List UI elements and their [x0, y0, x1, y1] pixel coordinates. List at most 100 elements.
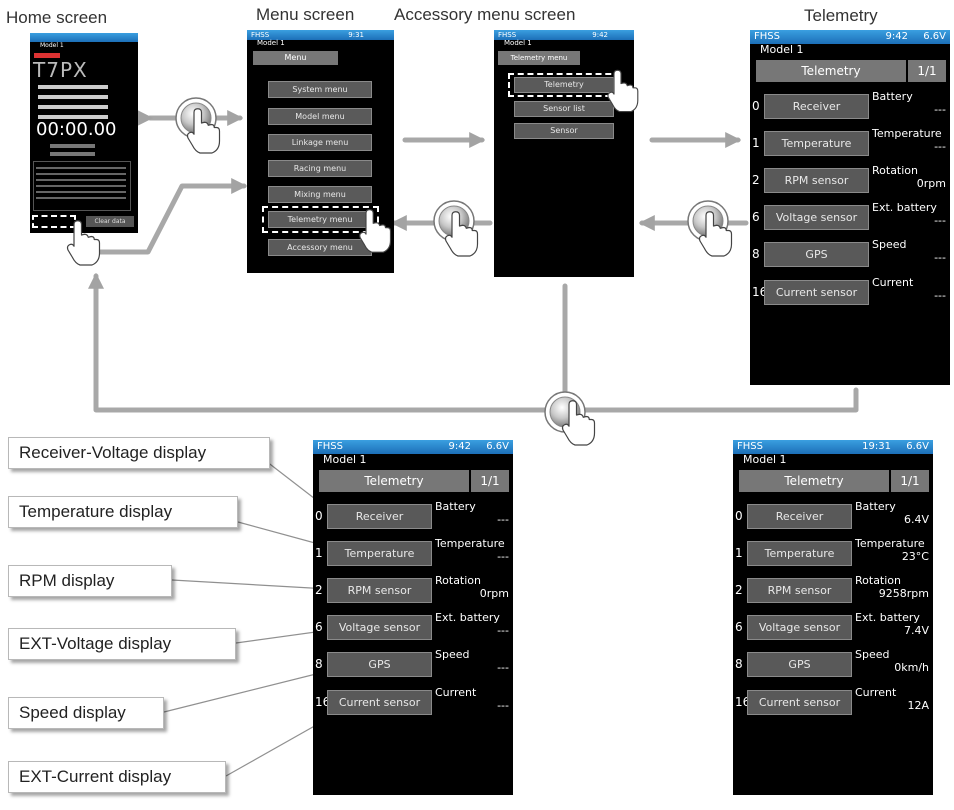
home-model-name: Model 1 [40, 42, 64, 49]
menu-item-racing[interactable]: Racing menu [268, 160, 372, 177]
callout-speed: Speed display [8, 697, 164, 729]
tel-top-sensor-button[interactable]: RPM sensor [764, 168, 869, 193]
tel-top-value-label: Rotation [872, 164, 919, 177]
accessory-status-mode: FHSS [498, 31, 517, 39]
tel-top-value: --- [934, 140, 946, 153]
tel-ann-value: --- [497, 513, 509, 526]
callout-rpm: RPM display [8, 565, 172, 597]
menu-screen-caption: Menu screen [256, 5, 355, 24]
home-clear-data-button[interactable]: Clear data [86, 216, 134, 227]
tel-ann-sensor-button[interactable]: Voltage sensor [327, 615, 432, 640]
tel-top-value-label: Ext. battery [872, 201, 937, 214]
tel-top-row-number: 8 [752, 247, 760, 261]
tel-top-value: --- [934, 103, 946, 116]
tel-live-value: 6.4V [903, 513, 929, 526]
tel-live-value: 9258rpm [878, 587, 929, 600]
tel-ann-sensor-button[interactable]: Current sensor [327, 690, 432, 715]
tel-top-page[interactable]: 1/1 [908, 60, 946, 82]
tel-top-value-label: Speed [872, 238, 907, 251]
tel-live-row-number: 2 [735, 583, 743, 597]
tel-ann-status-battery: 6.6V [486, 441, 509, 452]
callout-ext-current: EXT-Current display [8, 761, 226, 793]
menu-item-system[interactable]: System menu [268, 81, 372, 98]
tel-live-value-label: Battery [855, 500, 896, 513]
tel-top-value: --- [934, 251, 946, 264]
menu-item-accessory[interactable]: Accessory menu [268, 239, 372, 256]
menu-status-time: 9:31 [348, 31, 364, 39]
tel-top-value: --- [934, 289, 946, 302]
accessory-menu-screen: FHSS 9:42 Model 1 Telemetry menu Telemet… [494, 30, 634, 277]
tel-ann-value-label: Rotation [435, 574, 482, 587]
menu-item-mixing[interactable]: Mixing menu [268, 186, 372, 203]
tel-top-sensor-button[interactable]: GPS [764, 242, 869, 267]
accessory-telemetry-highlight [508, 73, 621, 97]
tel-ann-value: 0rpm [479, 587, 509, 600]
tel-live-page[interactable]: 1/1 [891, 470, 929, 492]
tel-live-sensor-button[interactable]: Receiver [747, 504, 852, 529]
home-brand-logo: T7PX [33, 58, 88, 82]
tel-ann-row-number: 0 [315, 509, 323, 523]
tel-ann-status-time: 9:42 [448, 441, 471, 452]
tel-live-sensor-button[interactable]: Temperature [747, 541, 852, 566]
callout-ext-voltage: EXT-Voltage display [8, 628, 236, 660]
tel-ann-value-label: Speed [435, 648, 470, 661]
tel-ann-sensor-button[interactable]: Temperature [327, 541, 432, 566]
tel-ann-model-name: Model 1 [323, 453, 367, 466]
tel-live-value: 7.4V [903, 624, 929, 637]
tel-top-value-label: Current [872, 276, 914, 289]
accessory-item-sensor-list[interactable]: Sensor list [514, 101, 614, 117]
tel-live-status-time: 19:31 [862, 441, 891, 452]
tel-ann-row-number: 6 [315, 620, 323, 634]
tel-top-model-name: Model 1 [760, 43, 804, 56]
tel-top-status-mode: FHSS [754, 31, 780, 42]
tel-ann-value: --- [497, 624, 509, 637]
accessory-item-sensor[interactable]: Sensor [514, 123, 614, 139]
tel-ann-value: --- [497, 699, 509, 712]
tel-live-header: Telemetry [739, 470, 889, 492]
tel-ann-value: --- [497, 661, 509, 674]
tel-top-row-number: 16 [752, 285, 768, 299]
menu-item-model[interactable]: Model menu [268, 108, 372, 125]
tel-ann-sensor-button[interactable]: RPM sensor [327, 578, 432, 603]
tel-live-sensor-button[interactable]: RPM sensor [747, 578, 852, 603]
menu-screen: FHSS 9:31 Model 1 Menu System menu Model… [247, 30, 394, 273]
tel-live-sensor-button[interactable]: Voltage sensor [747, 615, 852, 640]
callout-temperature: Temperature display [8, 496, 238, 528]
home-screen: Model 1 T7PX 00:00.00 Clear data [30, 33, 138, 233]
tel-live-model-name: Model 1 [743, 453, 787, 466]
tel-live-row-number: 6 [735, 620, 743, 634]
tel-live-row-number: 8 [735, 657, 743, 671]
tel-live-sensor-button[interactable]: Current sensor [747, 690, 852, 715]
tel-ann-value-label: Battery [435, 500, 476, 513]
home-screen-caption: Home screen [6, 8, 108, 27]
tel-top-status-time: 9:42 [885, 31, 908, 42]
menu-telemetry-highlight [262, 206, 379, 233]
home-menu-button[interactable] [32, 215, 76, 228]
tel-top-sensor-button[interactable]: Current sensor [764, 280, 869, 305]
tel-ann-header: Telemetry [319, 470, 469, 492]
tel-ann-row-number: 16 [315, 695, 331, 709]
tel-top-row-number: 2 [752, 173, 760, 187]
tel-ann-value-label: Current [435, 686, 477, 699]
telemetry-caption: Telemetry [804, 6, 878, 25]
tel-top-sensor-button[interactable]: Temperature [764, 131, 869, 156]
tel-top-sensor-button[interactable]: Receiver [764, 94, 869, 119]
tel-ann-value-label: Temperature [435, 537, 505, 550]
tel-live-value-label: Current [855, 686, 897, 699]
tel-ann-sensor-button[interactable]: Receiver [327, 504, 432, 529]
tel-ann-row-number: 8 [315, 657, 323, 671]
tel-ann-page[interactable]: 1/1 [471, 470, 509, 492]
tel-live-sensor-button[interactable]: GPS [747, 652, 852, 677]
accessory-model-name: Model 1 [504, 39, 532, 47]
tel-top-header: Telemetry [756, 60, 906, 82]
menu-item-linkage[interactable]: Linkage menu [268, 134, 372, 151]
tel-live-value-label: Rotation [855, 574, 902, 587]
tel-live-value: 12A [907, 699, 929, 712]
menu-model-name: Model 1 [257, 39, 285, 47]
tel-top-sensor-button[interactable]: Voltage sensor [764, 205, 869, 230]
tel-live-row-number: 0 [735, 509, 743, 523]
tel-top-row-number: 0 [752, 99, 760, 113]
tel-top-row-number: 1 [752, 136, 760, 150]
tel-ann-sensor-button[interactable]: GPS [327, 652, 432, 677]
